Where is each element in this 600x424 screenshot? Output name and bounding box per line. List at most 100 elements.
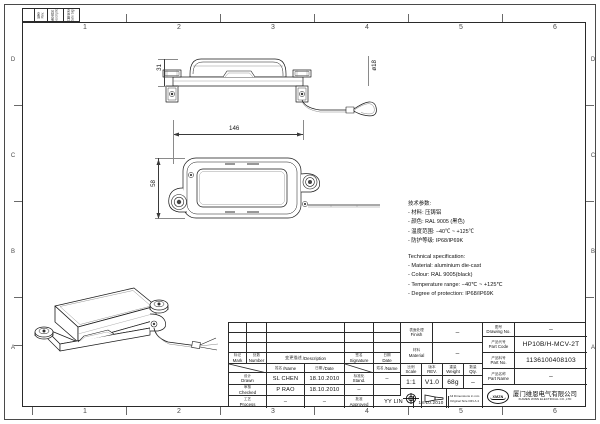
revision-stub-col-rev: 版本 Rev. bbox=[35, 9, 49, 21]
zone-label-top-4: 4 bbox=[365, 24, 369, 31]
spec-en-title: Technical specification: bbox=[408, 254, 466, 261]
first-angle-projection-icon bbox=[403, 393, 419, 404]
drawing-no-label-cn: 图号 bbox=[494, 324, 503, 329]
qty-label-cn: 数量 bbox=[469, 364, 477, 369]
zone-tick-top-3 bbox=[220, 14, 221, 22]
spec-cn-colour: - 颜色: RAL 9005 (黑色) bbox=[408, 219, 465, 226]
part-no-label-cn: 产品料号 bbox=[491, 355, 506, 360]
signoff-header-date-cn: 日期 bbox=[315, 365, 323, 370]
rev-header-date-en: Date bbox=[382, 357, 392, 363]
rev-row2-date bbox=[374, 333, 401, 343]
signoff-drawn-name: SL CHEN bbox=[267, 373, 305, 385]
zone-label-left-a: A bbox=[10, 345, 15, 351]
rev-header-description-cn: 变更描述 bbox=[285, 354, 302, 360]
signoff-approved-name-value: YY LIN bbox=[384, 399, 403, 405]
weight-value: 68g bbox=[447, 378, 459, 386]
projection-symbol-cell bbox=[401, 389, 422, 408]
zone-tick-right-3 bbox=[586, 297, 594, 298]
signoff-process-name-value: – bbox=[283, 399, 288, 405]
company-logo-text: XMZN bbox=[492, 394, 504, 399]
rev-label: 版本 REV. bbox=[422, 364, 443, 376]
company-name-cn: 厦门维恩电气有限公司 bbox=[513, 391, 577, 399]
signoff-approved-label-cn: 批准 bbox=[355, 397, 363, 402]
signoff-header-name-en: /Name bbox=[283, 365, 297, 371]
qty-label-en: Qty. bbox=[469, 369, 477, 375]
zone-tick-left-2 bbox=[14, 201, 22, 202]
signoff-stand-label-en: Stand. bbox=[352, 378, 366, 384]
spec-cn-title: 技术参数: bbox=[408, 201, 432, 207]
zone-tick-left-4 bbox=[14, 345, 22, 346]
signoff-checked-name: P RAO bbox=[267, 385, 305, 396]
zone-tick-top-6 bbox=[502, 14, 503, 22]
zone-label-bottom-4: 4 bbox=[365, 408, 369, 415]
diagonal-slash-right-icon bbox=[345, 364, 372, 372]
dimension-notes-cell: All Dimensions in mm Original Size DIN A… bbox=[447, 389, 483, 408]
finish-value: – bbox=[455, 329, 460, 336]
signoff-approved-label-en: Approved bbox=[349, 401, 369, 407]
rev-row3-date bbox=[374, 343, 401, 353]
signoff-header-name: 姓名 /Name bbox=[267, 364, 305, 373]
signoff-header-date-en: /Date bbox=[323, 365, 334, 371]
dimension-note-line2: Original Size DIN A 4 bbox=[450, 398, 479, 403]
spec-en-colour: - Colour: RAL 9005(black) bbox=[408, 272, 473, 279]
signoff-drawn-date: 18.10.2010 bbox=[305, 373, 345, 385]
rev-value: V1.0 bbox=[424, 378, 440, 386]
zone-label-bottom-6: 6 bbox=[553, 408, 557, 415]
part-no-value: 1136100408103 bbox=[526, 357, 576, 364]
material-label-cn: 材料 bbox=[412, 348, 421, 353]
spec-cn-protection: - 防护等级: IP68/IP69K bbox=[408, 237, 464, 244]
ext-line-31-top bbox=[158, 59, 178, 60]
zone-label-left-c: C bbox=[10, 153, 16, 159]
zone-tick-bottom-3 bbox=[220, 407, 221, 415]
side-elevation-view bbox=[162, 58, 377, 117]
zone-label-right-a: A bbox=[590, 345, 595, 351]
finish-value-cell: – bbox=[433, 323, 483, 343]
rev-header-date-cn: 日期 bbox=[383, 353, 391, 358]
ext-line-146-right bbox=[303, 120, 304, 140]
signoff-process-label-en: Process bbox=[239, 401, 256, 407]
signoff-drawn-name-value: SL CHEN bbox=[272, 375, 299, 382]
dim-line-146 bbox=[173, 134, 303, 135]
signoff-header-name-cn: 姓名 bbox=[274, 365, 283, 370]
signoff-approved-date: 18.10.2010 bbox=[414, 396, 449, 408]
part-no-label-en: Part No. bbox=[490, 360, 507, 366]
scale-label-en: Scale bbox=[405, 369, 417, 375]
rev-header-signature-en: Signature bbox=[349, 357, 369, 363]
signoff-stand-label-cn: 标准化 bbox=[353, 373, 365, 378]
signoff-header-name2: 姓名 /Name bbox=[374, 364, 401, 373]
signoff-drawn-label-en: Drawn bbox=[241, 378, 254, 384]
revision-stub-col-date-sign: 日期 签名 Date Sign bbox=[64, 9, 79, 21]
ext-line-58-bottom bbox=[155, 218, 185, 219]
signoff-header-slash-right bbox=[345, 364, 374, 373]
dim-line-31 bbox=[164, 59, 165, 86]
zone-label-top-3: 3 bbox=[271, 24, 275, 31]
zone-tick-right-2 bbox=[586, 201, 594, 202]
rev-header-mark: 标记 Mark bbox=[229, 353, 247, 364]
zone-tick-bottom-1 bbox=[32, 407, 33, 415]
part-no-value-cell: 1136100408103 bbox=[515, 353, 587, 369]
rev-header-mark-en: Mark bbox=[232, 357, 243, 363]
signoff-approved-label: 批准 Approved bbox=[345, 396, 374, 408]
zone-label-left-b: B bbox=[10, 249, 15, 255]
drawing-no-value: – bbox=[549, 326, 553, 333]
rev-header-mark-cn: 标记 bbox=[233, 353, 242, 358]
signoff-stand-name: – bbox=[374, 373, 401, 385]
weight-label-en: Weight bbox=[446, 369, 460, 375]
signoff-header-date: 日期 /Date bbox=[305, 364, 345, 373]
rev-row1-mark bbox=[229, 323, 247, 333]
diagonal-slash-left-icon bbox=[229, 364, 265, 372]
part-name-value-cell: – bbox=[515, 369, 587, 385]
zone-tick-top-5 bbox=[408, 14, 409, 22]
signoff-drawn-date-value: 18.10.2010 bbox=[309, 375, 340, 382]
rev-row1-signature bbox=[345, 323, 374, 333]
title-block: 标记 Mark 处数 Number 变更描述 /Description 签名 S… bbox=[228, 322, 587, 408]
rev-row3-number bbox=[247, 343, 267, 353]
company-logo-icon: XMZN bbox=[487, 389, 509, 404]
rev-row2-description bbox=[267, 333, 345, 343]
signoff-checked-label: 审核 Checked bbox=[229, 385, 267, 396]
spec-cn-material: - 材料: 压铸铝 bbox=[408, 210, 442, 217]
signoff-checked-label-cn: 审核 bbox=[243, 385, 252, 390]
signoff-checked-label-en: Checked bbox=[238, 389, 257, 395]
zone-label-right-d: D bbox=[590, 57, 596, 63]
